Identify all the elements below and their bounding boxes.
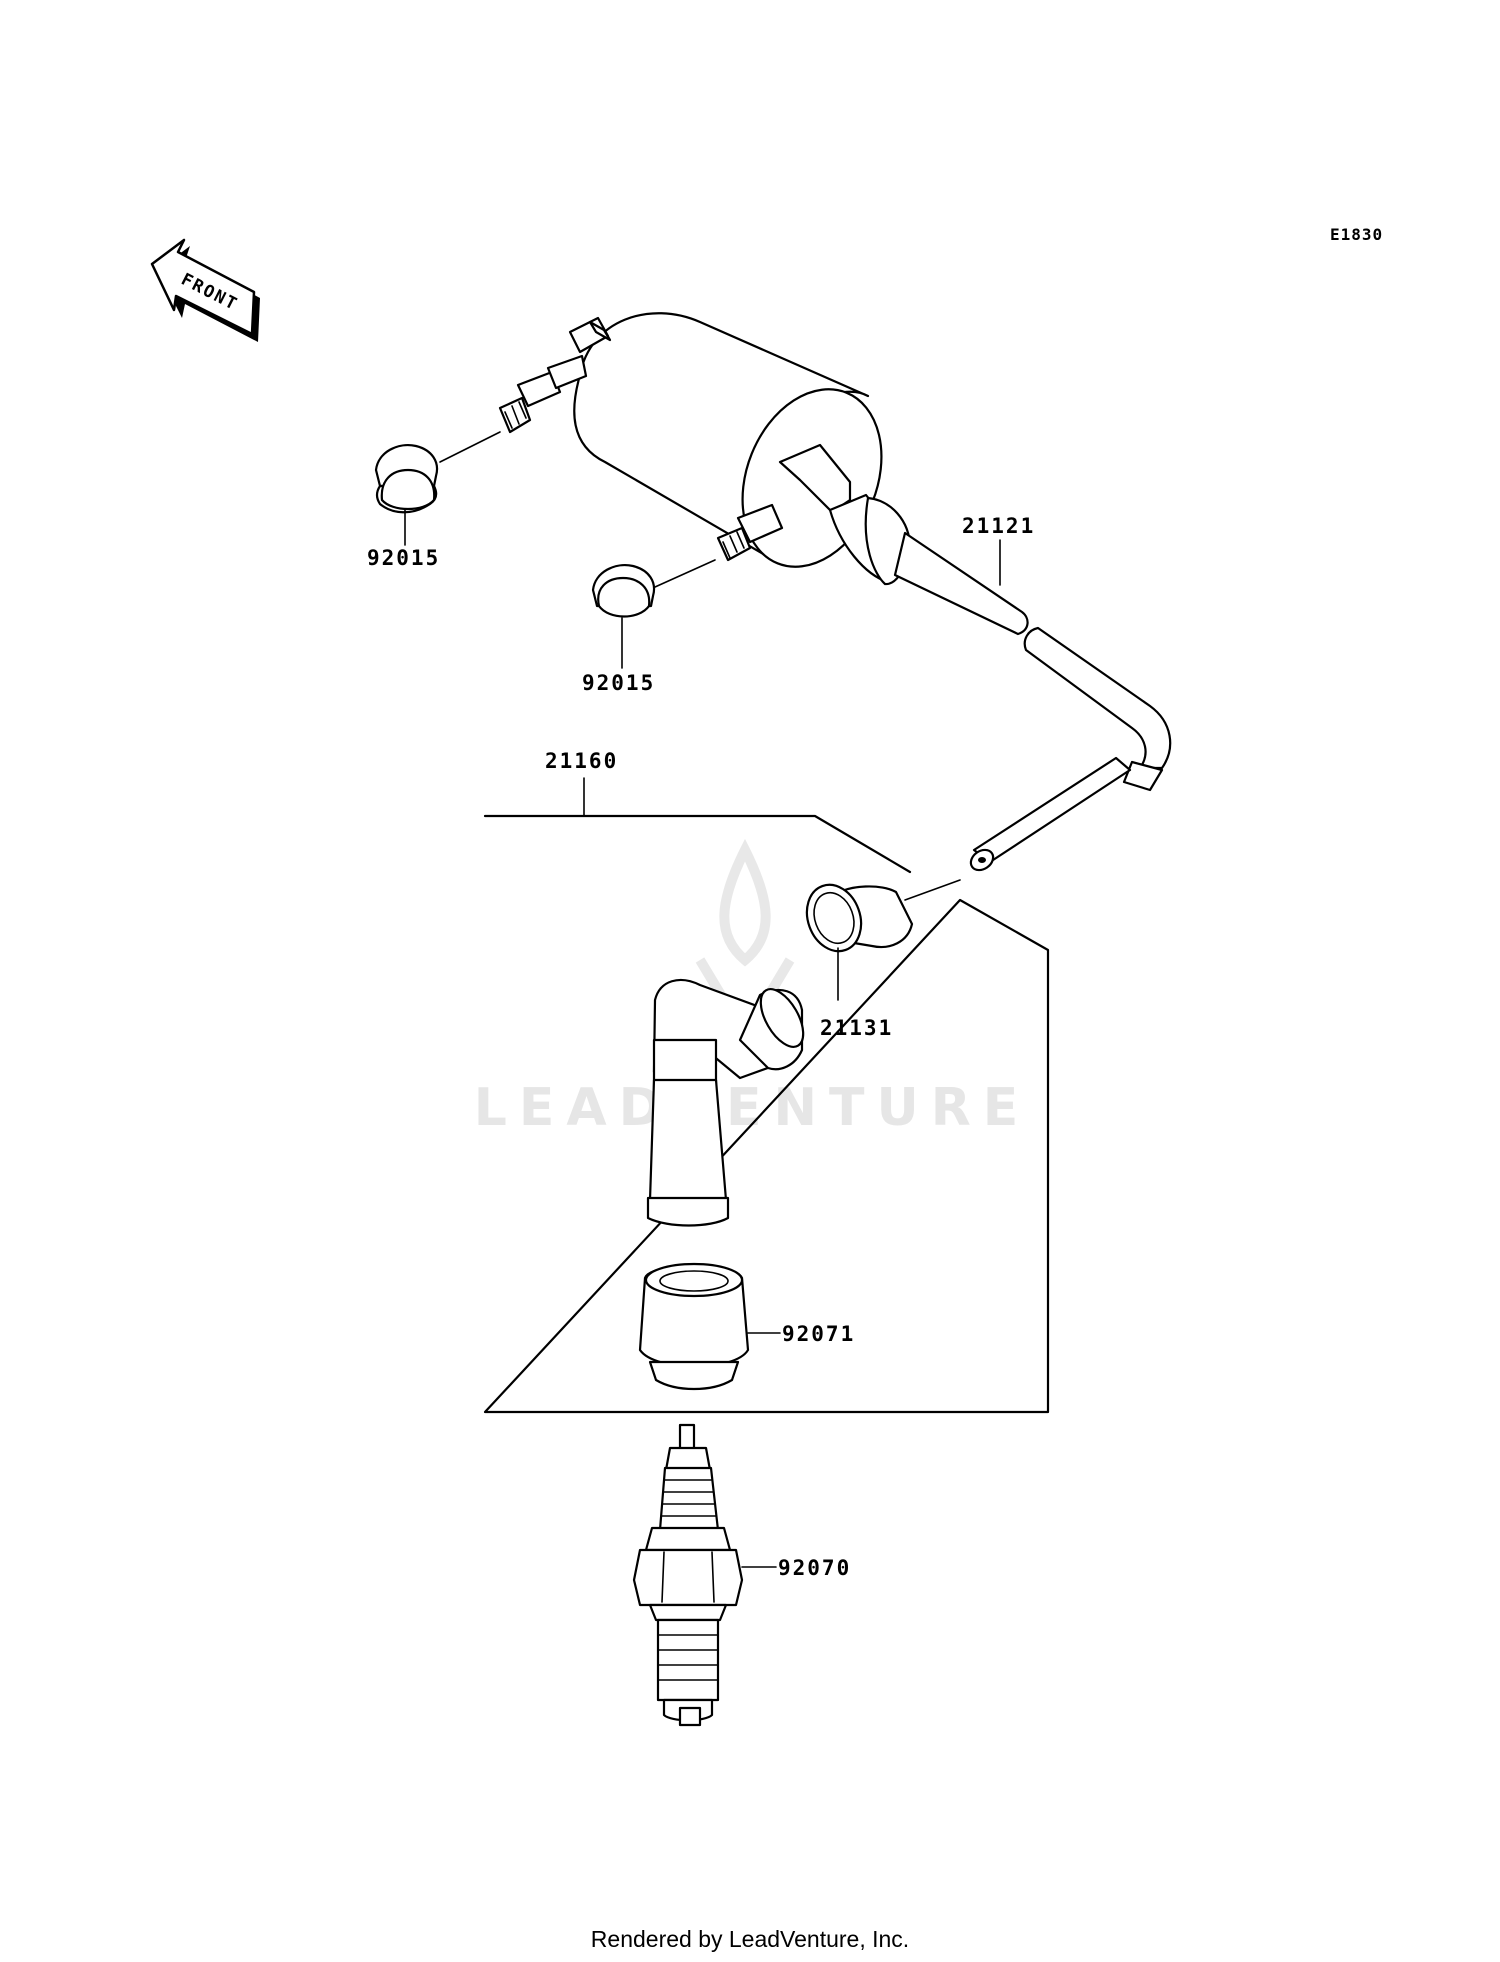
- plug-cap-elbow: [646, 978, 805, 1227]
- callout-cap-right: 92015: [582, 671, 655, 695]
- callout-plug-cap-assembly: 21160: [545, 749, 618, 773]
- callout-high-tension-cord: 21121: [962, 514, 1035, 538]
- callout-boot: 92071: [782, 1322, 855, 1346]
- diagram-code: E1830: [1330, 225, 1383, 244]
- watermark: LEADVENTURE: [474, 838, 1031, 1138]
- callout-cap-left: 92015: [367, 546, 440, 570]
- cap-nut-right: [591, 559, 716, 669]
- boot: [638, 1262, 781, 1391]
- high-tension-cord: [969, 626, 1172, 872]
- watermark-text: LEADVENTURE: [474, 1078, 1031, 1138]
- ignition-coil: [498, 312, 1029, 636]
- spark-plug: [632, 1423, 777, 1727]
- footer-credit: Rendered by LeadVenture, Inc.: [591, 1926, 909, 1952]
- callout-spark-plug: 92070: [778, 1556, 851, 1580]
- cap-nut-left: [374, 431, 501, 546]
- seal: [805, 879, 961, 1001]
- assembly-box: [483, 814, 1050, 1414]
- front-arrow-icon: FRONT: [150, 238, 260, 342]
- callout-seal: 21131: [820, 1016, 893, 1040]
